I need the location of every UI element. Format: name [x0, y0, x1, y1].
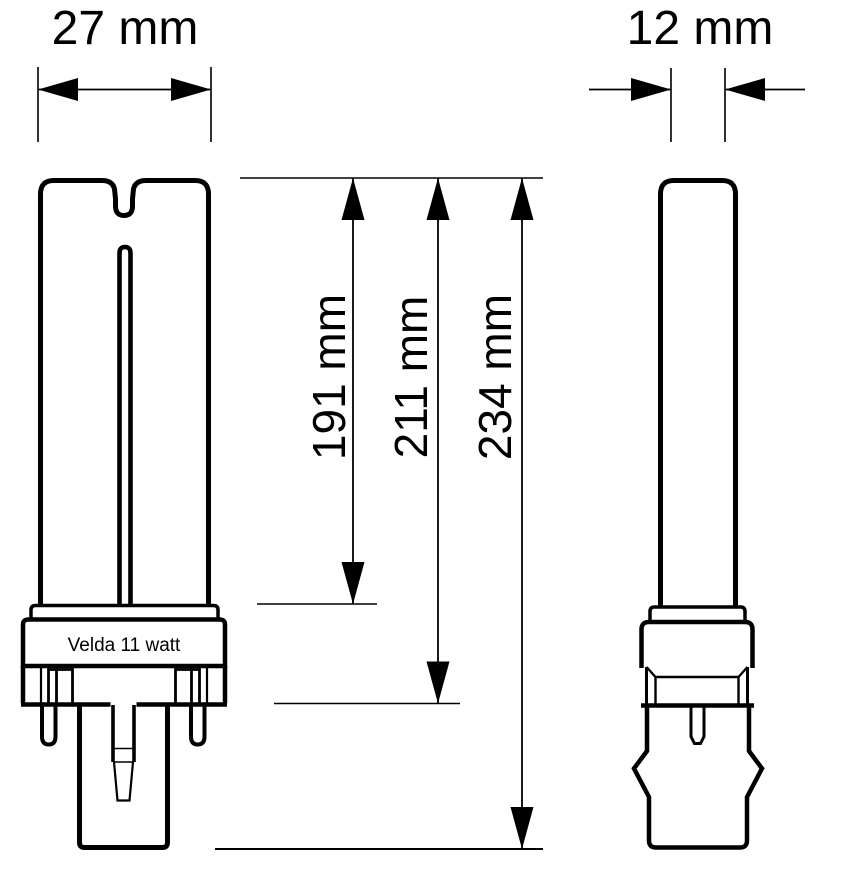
arrowhead-up [426, 178, 450, 220]
dimension-front-width [37, 67, 212, 142]
pin-left [40, 704, 58, 747]
pin-right [189, 704, 207, 747]
cap [20, 617, 228, 669]
dimension-base-length [426, 178, 450, 704]
tube-outline [38, 178, 211, 606]
arrowhead-up [341, 178, 365, 220]
side-view [631, 178, 765, 850]
arrowhead-down [510, 807, 534, 849]
arrowhead-right [171, 78, 211, 101]
side-tube-outline [658, 178, 738, 608]
dimension-label-27mm: 27 mm [52, 2, 199, 55]
dimension-label-12mm: 12 mm [627, 2, 774, 55]
arrowhead-down [426, 661, 450, 704]
extension-lines-27mm [37, 67, 212, 142]
side-base-band [641, 666, 754, 708]
cap-label: Velda 11 watt [68, 635, 181, 656]
dimension-label-234mm: 234 mm [469, 294, 521, 460]
collar [29, 603, 220, 619]
tube-slot [117, 244, 133, 607]
dimension-tube-length [341, 178, 365, 604]
base-stem [77, 704, 170, 850]
side-collar [648, 605, 747, 622]
base-tab-right [174, 668, 201, 703]
dimension-side-width [589, 68, 805, 142]
dimension-label-211mm: 211 mm [385, 296, 437, 459]
extension-lines-12mm [670, 68, 726, 142]
base-band [20, 666, 228, 707]
side-base-body [631, 707, 765, 850]
front-view [20, 178, 228, 850]
base-tab-left [47, 668, 74, 703]
vertical-dimensions [215, 177, 543, 850]
dimension-label-191mm: 191 mm [303, 294, 355, 460]
stem-keyway [111, 705, 136, 802]
arrowhead-right [725, 78, 765, 101]
arrowhead-up [510, 178, 534, 220]
side-cap [639, 619, 755, 668]
arrowhead-left [631, 78, 671, 101]
side-pin [689, 706, 706, 745]
arrowhead-left [38, 78, 78, 101]
arrowhead-down [341, 562, 365, 604]
dimension-overall-length [510, 178, 534, 849]
